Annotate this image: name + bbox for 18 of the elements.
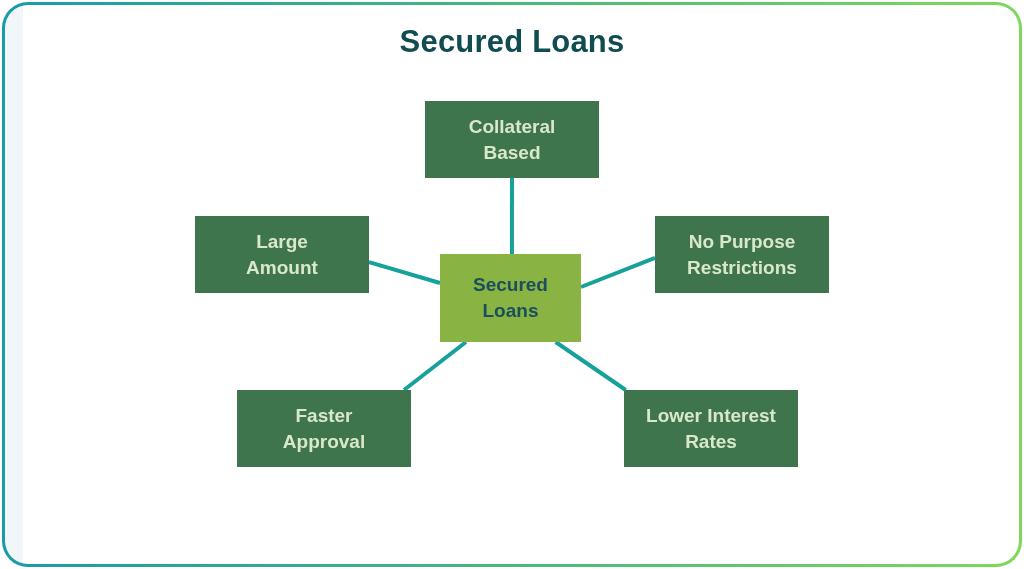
connector-line	[580, 256, 656, 289]
feature-box	[425, 101, 599, 178]
diagram-title: Secured Loans	[399, 23, 625, 61]
node-label: No Purpose Restrictions	[686, 229, 798, 280]
connector-line	[402, 340, 468, 392]
hub-box	[440, 254, 581, 342]
feature-box	[237, 390, 411, 467]
connector-line	[368, 260, 441, 285]
connector-line	[509, 178, 514, 254]
feature-box	[655, 216, 829, 293]
connector-line	[554, 340, 627, 392]
feature-box	[195, 216, 369, 293]
feature-box	[624, 390, 798, 467]
node-label: Faster Approval	[281, 403, 367, 454]
node-label: Large Amount	[245, 229, 319, 280]
node-label: Lower Interest Rates	[645, 403, 777, 454]
node-label: Collateral Based	[467, 114, 557, 165]
node-label: Secured Loans	[472, 273, 549, 323]
